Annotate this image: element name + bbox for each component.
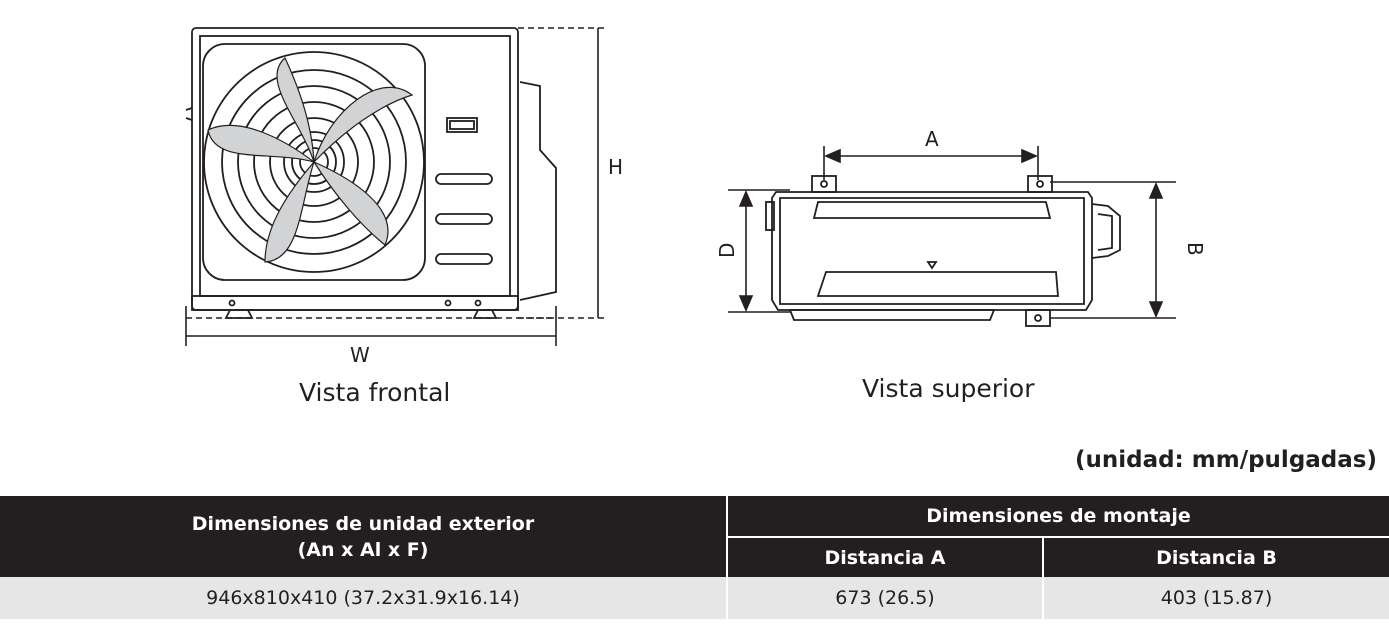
- label-h: H: [608, 155, 623, 179]
- cell-distance-b: 403 (15.87): [1042, 577, 1389, 619]
- label-b: B: [1183, 242, 1207, 256]
- label-d: D: [715, 243, 739, 258]
- cell-dimensions: 946x810x410 (37.2x31.9x16.14): [0, 577, 727, 619]
- header-distance-a: Distancia A: [726, 536, 1043, 577]
- header-distance-b: Distancia B: [1042, 536, 1389, 577]
- dimension-h: [518, 27, 606, 319]
- header-outdoor-dimensions-line1: Dimensiones de unidad exterior: [191, 512, 535, 535]
- header-mounting-dimensions: Dimensiones de montaje: [726, 496, 1389, 537]
- dimension-b: [1050, 181, 1176, 319]
- caption-front-view: Vista frontal: [299, 378, 451, 407]
- label-a: A: [925, 127, 939, 151]
- top-view-drawing: [765, 175, 1121, 327]
- front-view-drawing: [185, 27, 557, 319]
- table-row: 946x810x410 (37.2x31.9x16.14) 673 (26.5)…: [0, 577, 1389, 619]
- dimensions-table: Dimensiones de unidad exterior (An x Al …: [0, 496, 1389, 619]
- header-outdoor-dimensions: Dimensiones de unidad exterior (An x Al …: [0, 496, 727, 577]
- unit-note: (unidad: mm/pulgadas): [1074, 447, 1377, 473]
- cell-distance-a: 673 (26.5): [726, 577, 1043, 619]
- dimension-w: [185, 306, 557, 346]
- header-outdoor-dimensions-line2: (An x Al x F): [297, 538, 429, 561]
- caption-top-view: Vista superior: [862, 374, 1035, 403]
- dimension-d: [728, 189, 790, 313]
- label-w: W: [350, 343, 370, 367]
- dimension-a: [823, 146, 1039, 180]
- outdoor-unit-diagram: H W A D: [185, 27, 1207, 367]
